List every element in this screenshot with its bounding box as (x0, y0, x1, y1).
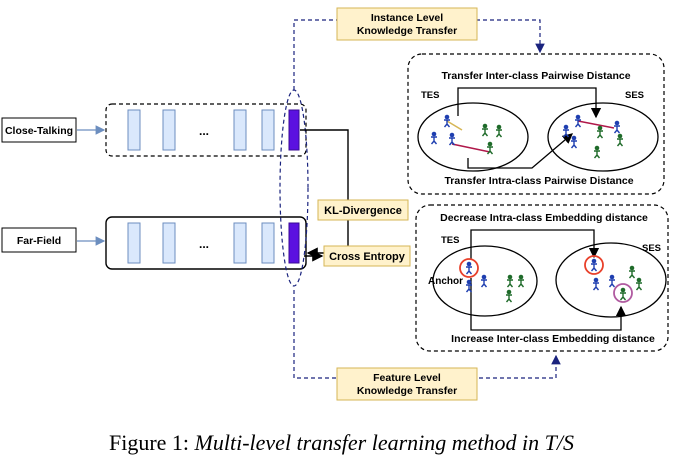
student-ellipsis: ... (199, 237, 209, 251)
feature-level-panel (415, 204, 669, 352)
tes-speaker-d1-icon (506, 274, 514, 288)
top-tes-embedding-space (417, 102, 529, 172)
far-field-input-box (1, 227, 77, 253)
teacher-layer-3 (233, 109, 247, 151)
ses-anchor-speaker-icon (590, 258, 598, 272)
ses-speaker-a2-icon (562, 123, 570, 138)
tes-intra-pair-line (451, 143, 491, 153)
bottom-ses-label: SES (642, 243, 661, 254)
ses-speaker-c2-icon (608, 274, 616, 288)
cross-entropy-box (323, 245, 411, 267)
student-network-box (105, 216, 307, 270)
ses-speaker-b2-icon (616, 132, 624, 147)
ses-speaker-d2-icon (635, 277, 643, 291)
teacher-ellipsis: ... (199, 124, 209, 138)
top-tes-label: TES (421, 90, 439, 101)
decrease-intra-class-arrow (470, 229, 600, 260)
decrease-intra-class-title: Decrease Intra-class Embedding distance (440, 212, 648, 224)
increase-inter-class-arrow (470, 278, 627, 331)
teacher-layer-1 (127, 109, 141, 151)
instance-level-label-line2: Knowledge Transfer (357, 25, 457, 37)
ses-negative-speaker-icon (619, 287, 627, 301)
close-talking-label: Close-Talking (5, 125, 73, 137)
increase-inter-class-title: Increase Inter-class Embedding distance (451, 333, 655, 345)
teacher-output-layer (288, 109, 300, 151)
tes-anchor-speaker-icon (465, 261, 473, 275)
student-layer-4 (261, 222, 275, 264)
caption-title: Multi-level transfer learning method in … (194, 430, 575, 455)
cross-entropy-label: Cross Entropy (329, 251, 406, 263)
kl-divergence-box (317, 199, 409, 221)
tes-speaker-d2-icon (517, 274, 525, 288)
ses-speaker-d1-icon (628, 265, 636, 279)
tes-speaker-a2-icon (430, 130, 438, 145)
bottom-tes-label: TES (441, 235, 459, 246)
tes-speaker-b1-icon (481, 122, 489, 137)
intra-class-pairwise-title: Transfer Intra-class Pairwise Distance (444, 175, 633, 187)
ses-negative-circle (613, 283, 633, 303)
figure-caption: Figure 1: Multi-level transfer learning … (0, 430, 683, 456)
tes-speaker-b2-icon (495, 123, 503, 138)
feature-level-label-line1: Feature Level (373, 372, 441, 384)
teacher-layer-4 (261, 109, 275, 151)
student-output-layer (288, 222, 300, 264)
caption-prefix: Figure 1: (108, 430, 195, 455)
tes-inter-pair-line (446, 120, 463, 131)
tes-speaker-a3-icon (448, 131, 456, 146)
close-talking-input-box (1, 117, 77, 143)
kl-divergence-label: KL-Divergence (324, 205, 402, 217)
student-layer-3 (233, 222, 247, 264)
tes-speaker-d3-icon (505, 289, 513, 303)
tes-anchor-circle (459, 258, 479, 278)
teacher-layer-2 (162, 109, 176, 151)
intra-class-transfer-arrow (467, 133, 573, 169)
instance-level-label-line1: Instance Level (371, 12, 443, 24)
student-layer-1 (127, 222, 141, 264)
instance-level-box (336, 7, 478, 41)
kl-divergence-connector (300, 129, 349, 259)
ses-speaker-b1-icon (596, 124, 604, 139)
student-layer-2 (162, 222, 176, 264)
feature-level-label-line2: Knowledge Transfer (357, 385, 457, 397)
ses-speaker-b3-icon (593, 144, 601, 159)
bottom-tes-embedding-space (432, 245, 538, 317)
tes-speaker-c2-icon (480, 274, 488, 288)
instance-level-panel (407, 53, 665, 195)
ses-anchor-circle (584, 255, 604, 275)
bottom-ses-embedding-space (555, 242, 667, 318)
anchor-label: Anchor (428, 276, 463, 287)
far-field-label: Far-Field (17, 235, 61, 247)
ses-speaker-c1-icon (592, 277, 600, 291)
feature-level-box (336, 367, 478, 401)
ses-pair-line (577, 120, 615, 129)
tes-speaker-a1-icon (443, 113, 451, 128)
top-ses-label: SES (625, 90, 644, 101)
ses-speaker-a3-icon (570, 134, 578, 149)
inter-class-transfer-arrow (457, 87, 602, 119)
inter-class-pairwise-title: Transfer Inter-class Pairwise Distance (441, 70, 630, 82)
ses-speaker-a4-icon (613, 119, 621, 134)
top-ses-embedding-space (547, 102, 659, 172)
